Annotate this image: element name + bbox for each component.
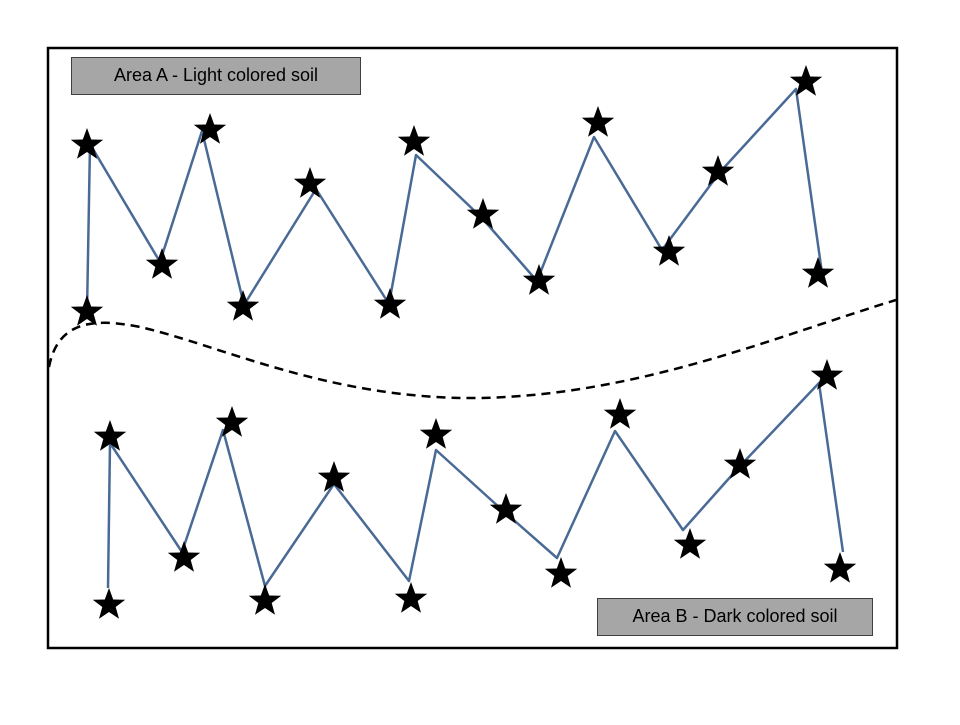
star-icon: [394, 582, 428, 613]
star-icon: [248, 584, 282, 615]
area-a-path-line: [85, 87, 824, 313]
area-a-label-text: Area A - Light colored soil: [113, 65, 319, 85]
star-icon: [226, 290, 260, 321]
star-icon: [373, 288, 407, 319]
area-b-label: Area B - Dark colored soil: [597, 598, 873, 636]
star-icon: [701, 155, 735, 186]
star-icon: [92, 588, 126, 619]
star-icon: [581, 106, 615, 137]
star-icon: [397, 125, 431, 156]
star-icon: [544, 557, 578, 588]
star-icon: [167, 541, 201, 572]
area-b-label-text: Area B - Dark colored soil: [632, 606, 838, 626]
soil-boundary-line: [47, 298, 897, 400]
star-icon: [215, 406, 249, 437]
star-icon: [70, 128, 104, 159]
star-icon: [603, 398, 637, 429]
area-b-sampling-path: [92, 359, 857, 619]
star-icon: [652, 235, 686, 266]
star-icon: [673, 528, 707, 559]
star-icon: [466, 198, 500, 229]
star-icon: [489, 493, 523, 524]
area-b-path-line: [106, 381, 845, 589]
area-frame: [46, 46, 899, 650]
area-a-label: Area A - Light colored soil: [71, 57, 361, 95]
star-icon: [419, 418, 453, 449]
star-icon: [293, 167, 327, 198]
star-icon: [801, 257, 835, 288]
star-icon: [823, 552, 857, 583]
star-icon: [145, 248, 179, 279]
star-icon: [70, 295, 104, 326]
area-a-sampling-path: [70, 65, 835, 326]
star-icon: [317, 461, 351, 492]
